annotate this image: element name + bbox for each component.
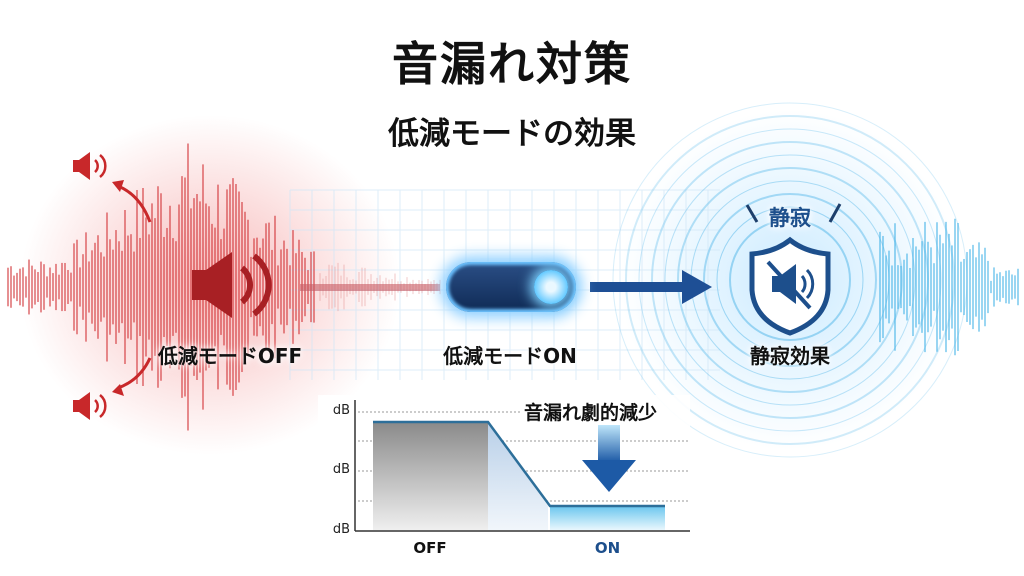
curved-arrow-icon — [117, 357, 152, 390]
right-arrow-icon — [682, 270, 712, 304]
arrow-shaft — [590, 282, 685, 292]
speaker-small-icon — [73, 152, 107, 180]
y-tick-label: dB — [332, 403, 350, 418]
speaker-small-icon — [73, 392, 107, 420]
speaker-loud-icon — [192, 252, 272, 318]
curved-arrow-icon — [117, 184, 152, 223]
off-level-area — [373, 422, 488, 530]
down-arrow-icon — [598, 425, 620, 462]
y-tick-label: dB — [332, 522, 350, 537]
x-tick-label-on: ON — [594, 539, 621, 557]
slope-area — [488, 422, 548, 530]
shield-mute-icon — [749, 236, 831, 336]
on-level-area — [550, 506, 665, 530]
y-tick-label: dB — [332, 462, 350, 477]
mode-on-label: 低減モードON — [443, 344, 577, 368]
toggle-knob — [534, 270, 568, 304]
reduction-mode-toggle[interactable] — [446, 262, 576, 312]
accent-line — [828, 203, 842, 223]
chart-annotation: 音漏れ劇的減少 — [524, 402, 658, 424]
mode-off-label: 低減モードOFF — [157, 344, 303, 368]
accent-line — [745, 204, 759, 223]
page-title: 音漏れ対策 — [392, 37, 632, 91]
quiet-effect-label: 静寂効果 — [750, 344, 830, 368]
level-line — [373, 420, 665, 508]
red-beam — [300, 284, 440, 291]
level-chart — [318, 395, 690, 540]
quiet-label: 静寂 — [769, 206, 811, 230]
page-subtitle: 低減モードの効果 — [388, 116, 636, 152]
x-tick-label-off: OFF — [413, 539, 447, 557]
